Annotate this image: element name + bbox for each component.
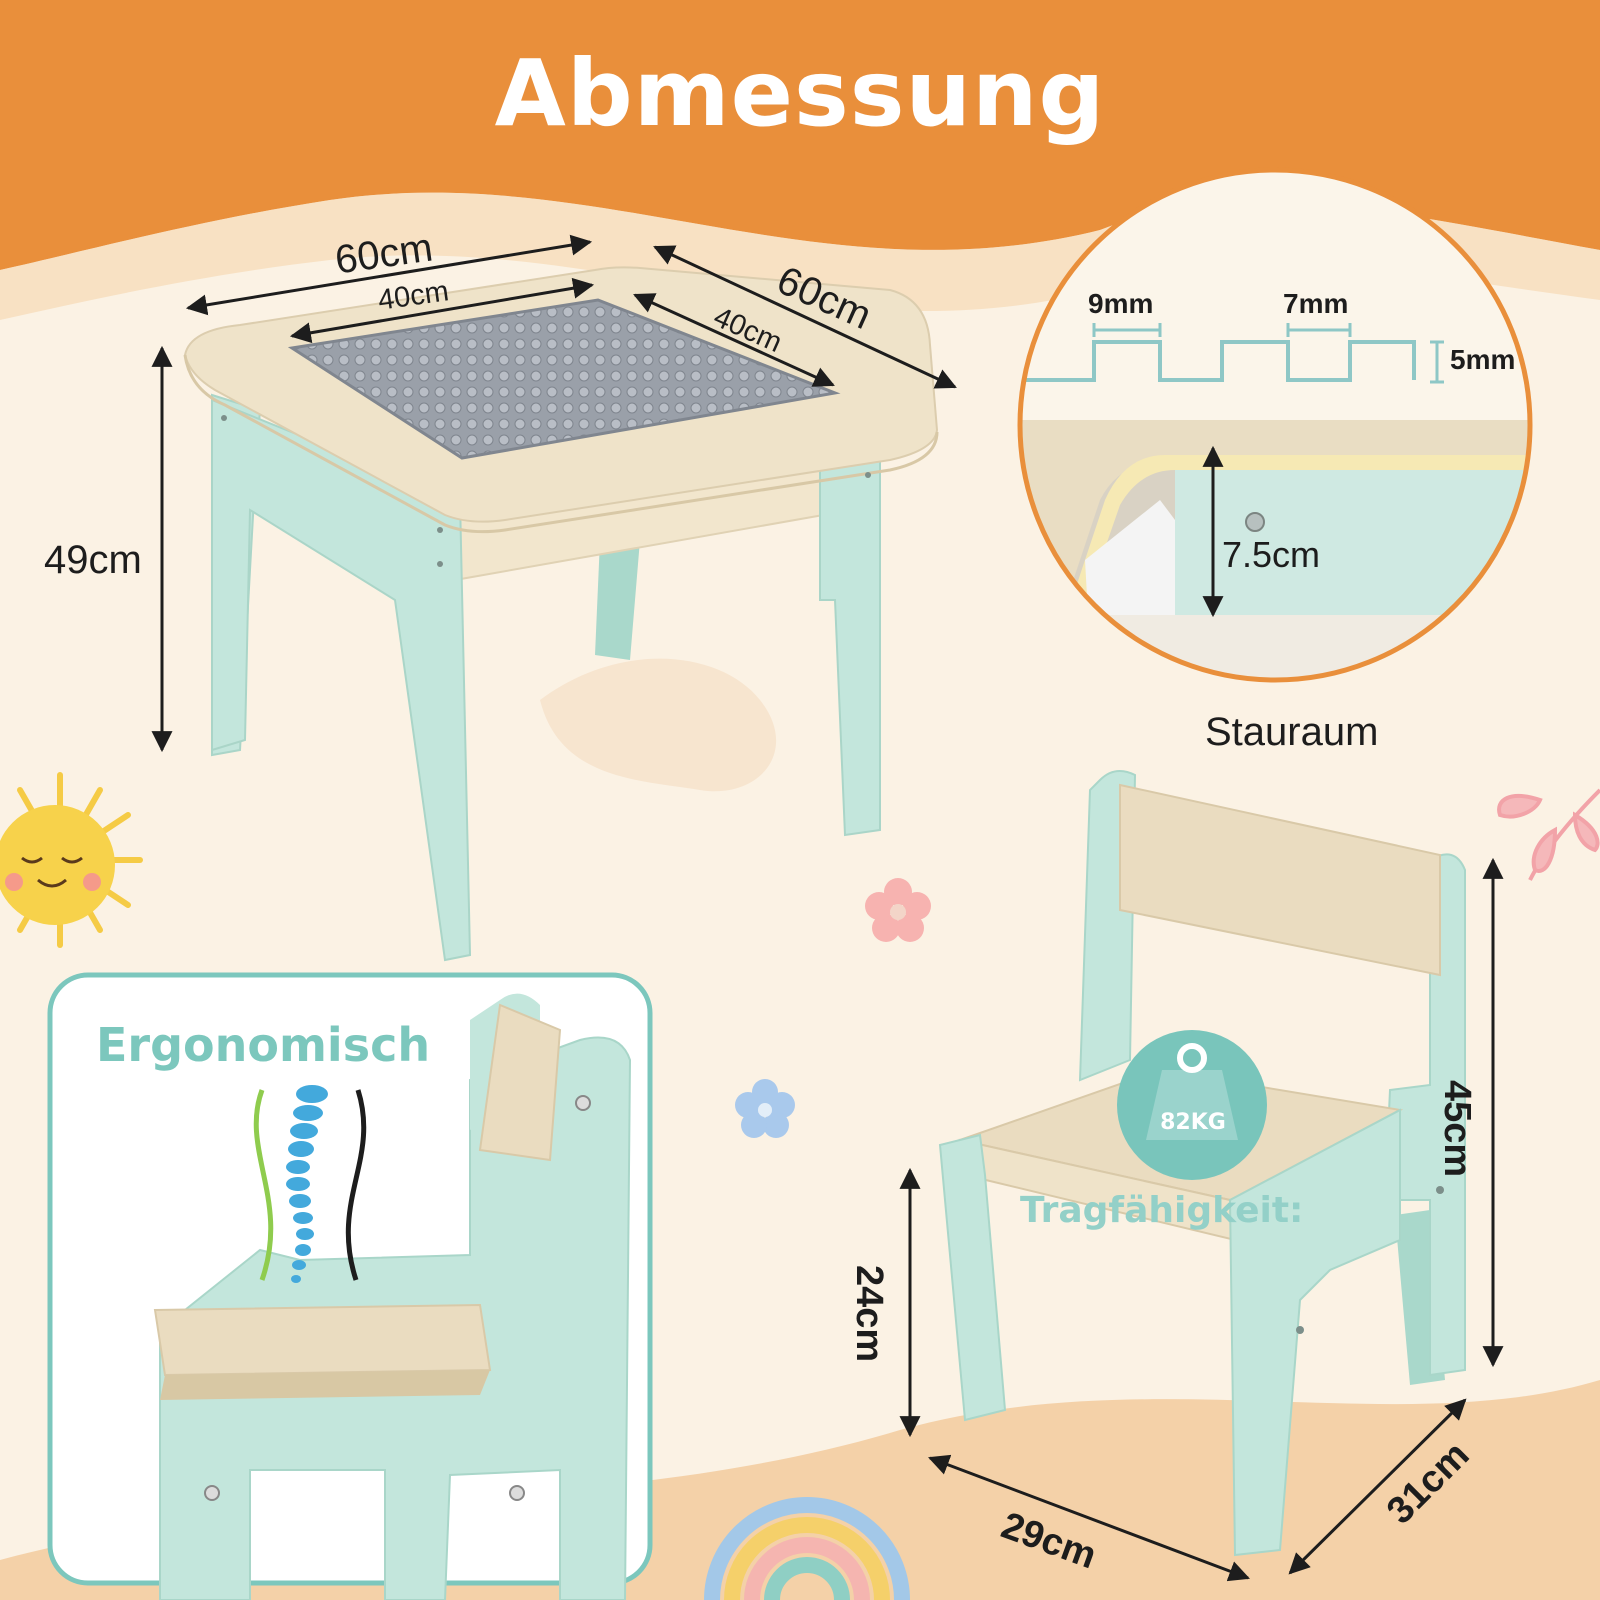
background-blob	[540, 658, 777, 792]
chair-seat-height-label: 24cm	[848, 1265, 890, 1363]
rainbow-illustration	[704, 1497, 910, 1600]
blue-flower	[735, 1079, 795, 1138]
stud-gap-label: 7mm	[1283, 288, 1349, 319]
spine-icon	[286, 1085, 328, 1283]
green-curve	[253, 1089, 274, 1281]
chair-back-height-label: 45cm	[1436, 1080, 1478, 1178]
page-title: Abmessung	[494, 40, 1106, 147]
storage-depth-label: 7.5cm	[1222, 534, 1321, 575]
table-dimension-arrows	[151, 234, 957, 753]
stud-width-label: 9mm	[1088, 288, 1154, 319]
storage-caption: Stauraum	[1205, 710, 1379, 754]
load-capacity-label: Tragfähigkeit:	[1020, 1190, 1304, 1231]
black-curve	[345, 1089, 367, 1281]
table-height-label: 49cm	[44, 538, 142, 582]
ergonomic-heading: Ergonomisch	[96, 1018, 431, 1072]
load-capacity-badge	[1117, 1030, 1267, 1180]
load-value: 82KG	[1160, 1110, 1226, 1135]
ergonomic-panel	[47, 972, 653, 1600]
pink-leaf-branch	[1497, 788, 1600, 881]
chair-dimension-arrows	[899, 857, 1504, 1582]
pink-flower	[865, 878, 931, 942]
weight-icon	[1177, 1043, 1207, 1073]
stud-height-label: 5mm	[1450, 344, 1516, 375]
sun-illustration	[0, 772, 143, 948]
kids-chair	[938, 770, 1466, 1557]
